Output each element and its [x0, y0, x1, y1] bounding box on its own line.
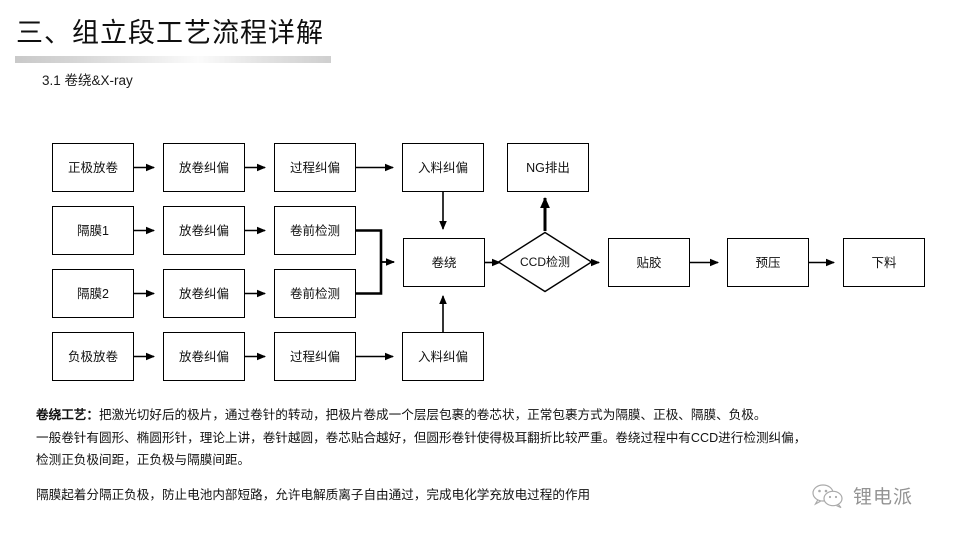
flow-node-pre-press[interactable]: 预压	[727, 238, 809, 287]
diamond-shape	[497, 231, 593, 293]
merge-bracket	[356, 229, 383, 295]
watermark-text: 锂电派	[853, 487, 914, 508]
flow-node-feed-correction-top[interactable]: 入料纠偏	[402, 143, 484, 192]
flow-node-unwind-correction-3[interactable]: 放卷纠偏	[163, 269, 245, 318]
title-divider	[15, 56, 331, 63]
flow-node-winding[interactable]: 卷绕	[403, 238, 485, 287]
notes-line-1: 卷绕工艺：把激光切好后的极片，通过卷针的转动，把极片卷成一个层层包裹的卷芯状，正…	[36, 404, 926, 427]
flow-node-pre-wind-inspection-1[interactable]: 卷前检测	[274, 206, 356, 255]
notes-line-3: 检测正负极间距，正负极与隔膜间距。	[36, 453, 251, 467]
watermark: 锂电派	[812, 482, 913, 509]
page-title: 三、组立段工艺流程详解	[16, 18, 324, 48]
flow-node-feed-correction-bottom[interactable]: 入料纠偏	[402, 332, 484, 381]
flow-node-separator-2[interactable]: 隔膜2	[52, 269, 134, 318]
flow-node-ccd-inspection-label: CCD检测	[520, 255, 570, 269]
flow-node-unwind-correction-2[interactable]: 放卷纠偏	[163, 206, 245, 255]
wechat-icon	[812, 483, 843, 508]
flow-node-positive-unwind[interactable]: 正极放卷	[52, 143, 134, 192]
flow-node-negative-unwind[interactable]: 负极放卷	[52, 332, 134, 381]
section-subtitle: 3.1 卷绕&X-ray	[42, 73, 133, 88]
notes-line-2: 一般卷针有圆形、椭圆形针，理论上讲，卷针越圆，卷芯贴合越好，但圆形卷针使得极耳翻…	[36, 430, 807, 445]
flow-node-pre-wind-inspection-2[interactable]: 卷前检测	[274, 269, 356, 318]
notes-line-1-text: 把激光切好后的极片，通过卷针的转动，把极片卷成一个层层包裹的卷芯状，正常包裹方式…	[98, 408, 767, 422]
flow-node-taping[interactable]: 贴胶	[608, 238, 690, 287]
flow-node-unwind-correction-4[interactable]: 放卷纠偏	[163, 332, 245, 381]
flow-node-process-correction-1[interactable]: 过程纠偏	[274, 143, 356, 192]
notes-line-4: 隔膜起着分隔正负极，防止电池内部短路，允许电解质离子自由通过，完成电化学充放电过…	[36, 487, 591, 502]
flow-node-ccd-inspection[interactable]: CCD检测	[497, 231, 593, 293]
flow-node-process-correction-2[interactable]: 过程纠偏	[274, 332, 356, 381]
notes-block: 卷绕工艺：把激光切好后的极片，通过卷针的转动，把极片卷成一个层层包裹的卷芯状，正…	[36, 404, 926, 506]
notes-lead-label: 卷绕工艺：	[36, 408, 99, 422]
flow-node-ng-reject[interactable]: NG排出	[507, 143, 589, 192]
flow-node-unloading[interactable]: 下料	[843, 238, 925, 287]
flow-node-unwind-correction-1[interactable]: 放卷纠偏	[163, 143, 245, 192]
flow-node-separator-1[interactable]: 隔膜1	[52, 206, 134, 255]
